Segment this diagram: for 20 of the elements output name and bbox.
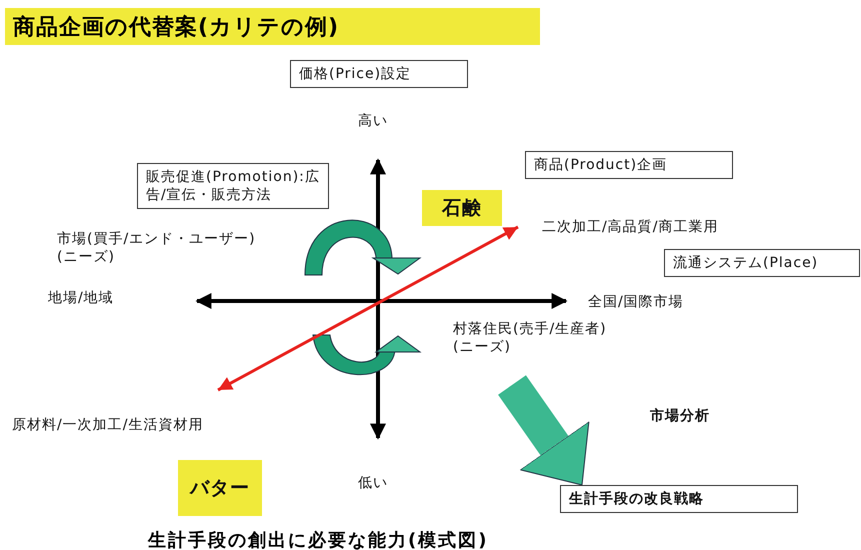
axis-end-text: 二次加工/高品質/商工業用 — [518, 212, 778, 242]
arrow — [217, 226, 519, 392]
product-tag: 石鹸 — [422, 190, 502, 226]
axis-end-text: 村落住民(売手/生産者)(ニーズ) — [453, 320, 608, 356]
place-box: 流通システム(Place) — [664, 249, 860, 277]
product-tag: バター — [178, 460, 262, 516]
promotion-box: 販売促進(Promotion):広告/宣伝・販売方法 — [137, 163, 329, 209]
axis-end-text: 原材料/一次加工/生活資材用 — [12, 390, 264, 434]
price-box: 価格(Price)設定 — [290, 60, 468, 88]
axis-label: 全国/国際市場 — [588, 293, 685, 311]
axis-label: 低い — [358, 474, 389, 492]
caption: 生計手段の創出に必要な能力(模式図) — [148, 529, 488, 550]
axis-end-text: 市場(買手/エンド・ユーザー)(ニーズ) — [57, 230, 257, 266]
block-arrow — [498, 375, 590, 486]
axis-label: 市場分析 — [650, 407, 711, 425]
axis-label: 高い — [358, 112, 389, 130]
axis-label: 地場/地域 — [48, 289, 115, 307]
product-box: 商品(Product)企画 — [525, 151, 733, 179]
title-banner: 商品企画の代替案(カリテの例) — [5, 8, 540, 45]
strategy-box: 生計手段の改良戦略 — [560, 485, 798, 513]
